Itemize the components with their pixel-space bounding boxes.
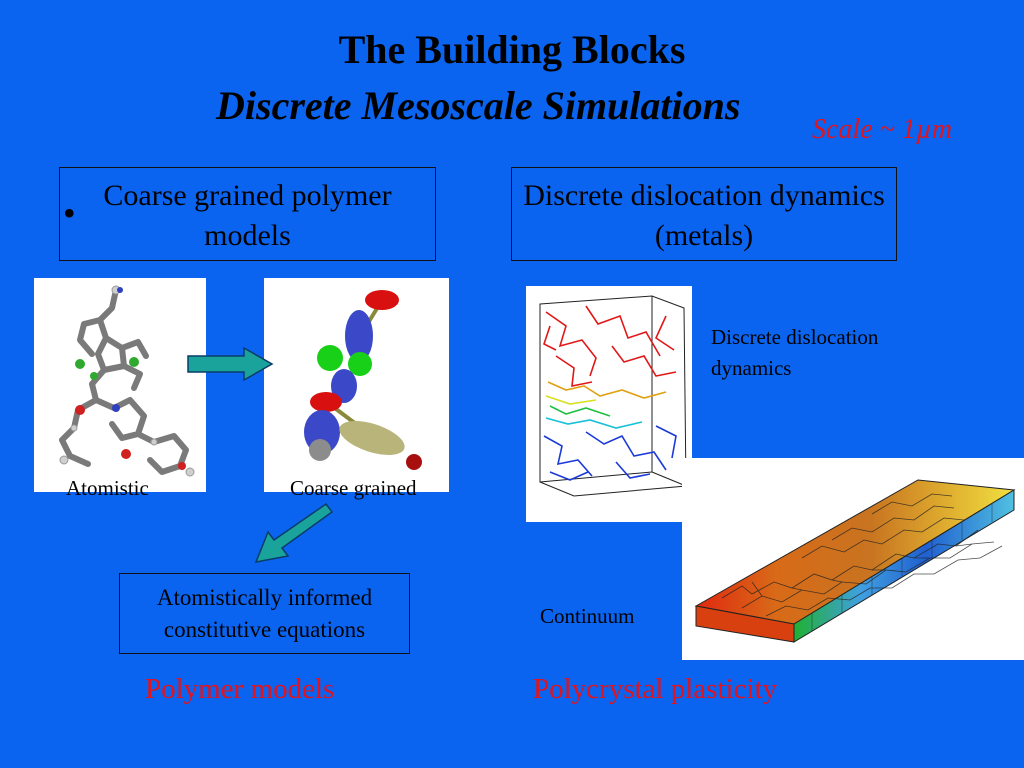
page-subtitle: Discrete Mesoscale Simulations [216,83,741,128]
dislocation-dynamics-label-line2: dynamics [711,356,792,380]
constitutive-equations-box: Atomistically informed constitutive equa… [119,573,410,654]
continuum-polycrystal-image [682,458,1024,660]
coarse-grained-graphic [304,290,422,470]
atomistic-label: Atomistic [66,476,149,500]
polycrystal-plasticity-footer: Polycrystal plasticity [533,673,778,705]
continuum-label: Continuum [540,604,635,628]
dislocation-dynamics-box: Discrete dislocation dynamics (metals) [511,167,897,261]
down-left-arrow-icon [254,502,334,563]
dislocation-network-graphic [539,295,687,497]
polymer-models-footer: Polymer models [145,673,335,705]
dislocation-dynamics-label-line1: Discrete dislocation [711,325,879,349]
coarse-grained-label: Coarse grained [290,476,417,500]
dislocation-dynamics-label: Discrete dislocation dynamics [711,322,878,384]
coarse-grained-image [264,278,449,492]
polycrystal-slab-graphic [694,479,1016,643]
atomistic-molecule-graphic [59,285,195,477]
right-arrow-icon [187,346,274,382]
dislocation-dynamics-image [526,286,692,522]
polymer-models-box: Coarse grained polymer models [59,167,436,261]
page-title: The Building Blocks [338,27,686,72]
scale-label: Scale ~ 1µm [812,114,953,145]
bullet: • [63,193,76,233]
atomistic-molecule-image [34,278,206,492]
